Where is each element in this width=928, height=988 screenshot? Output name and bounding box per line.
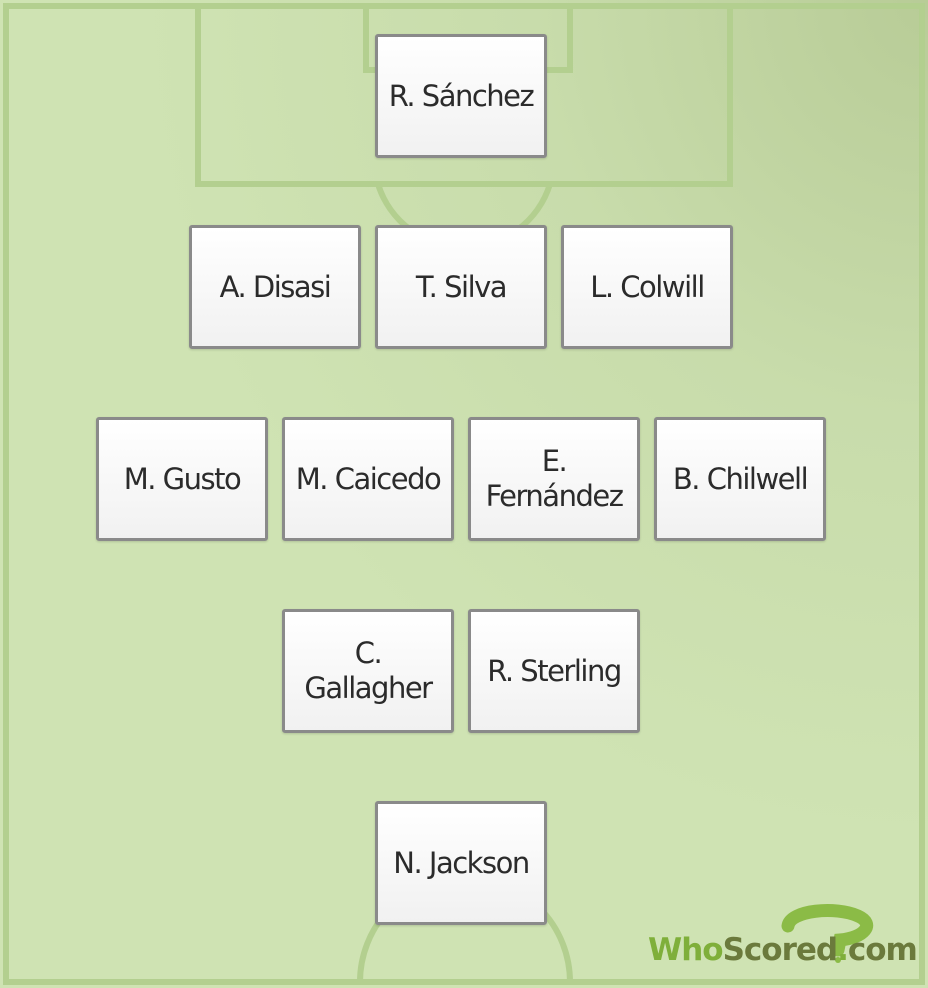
question-mark-icon <box>781 904 874 963</box>
player-card-forward[interactable]: N. Jackson <box>375 801 547 925</box>
player-name: M. Gusto <box>123 461 242 496</box>
player-name: C. Gallagher <box>304 636 433 705</box>
player-card-attacking-midfielder[interactable]: R. Sterling <box>468 609 640 733</box>
logo-dot: . <box>837 932 849 968</box>
player-card-defender[interactable]: T. Silva <box>375 225 547 349</box>
player-card-midfielder[interactable]: M. Gusto <box>96 417 268 541</box>
player-card-defender[interactable]: A. Disasi <box>189 225 361 349</box>
player-name: L. Colwill <box>590 269 705 304</box>
logo-com: com <box>847 932 918 968</box>
player-name: E. Fernández <box>485 444 624 513</box>
whoscored-logo: WhoScored.com <box>648 904 918 976</box>
player-name: R. Sterling <box>487 653 622 688</box>
player-name: T. Silva <box>415 269 508 304</box>
player-name: B. Chilwell <box>672 461 809 496</box>
player-name: N. Jackson <box>393 845 530 880</box>
player-card-midfielder[interactable]: M. Caicedo <box>282 417 454 541</box>
logo-who: Who <box>648 932 724 968</box>
player-name: M. Caicedo <box>295 461 442 496</box>
logo-wordmark: WhoScored.com <box>648 932 918 968</box>
logo-scored: Scored <box>722 932 839 968</box>
player-card-defender[interactable]: L. Colwill <box>561 225 733 349</box>
player-card-midfielder[interactable]: B. Chilwell <box>654 417 826 541</box>
player-card-goalkeeper[interactable]: R. Sánchez <box>375 34 547 158</box>
player-name: R. Sánchez <box>388 78 535 113</box>
player-card-attacking-midfielder[interactable]: C. Gallagher <box>282 609 454 733</box>
player-name: A. Disasi <box>219 269 332 304</box>
player-card-midfielder[interactable]: E. Fernández <box>468 417 640 541</box>
